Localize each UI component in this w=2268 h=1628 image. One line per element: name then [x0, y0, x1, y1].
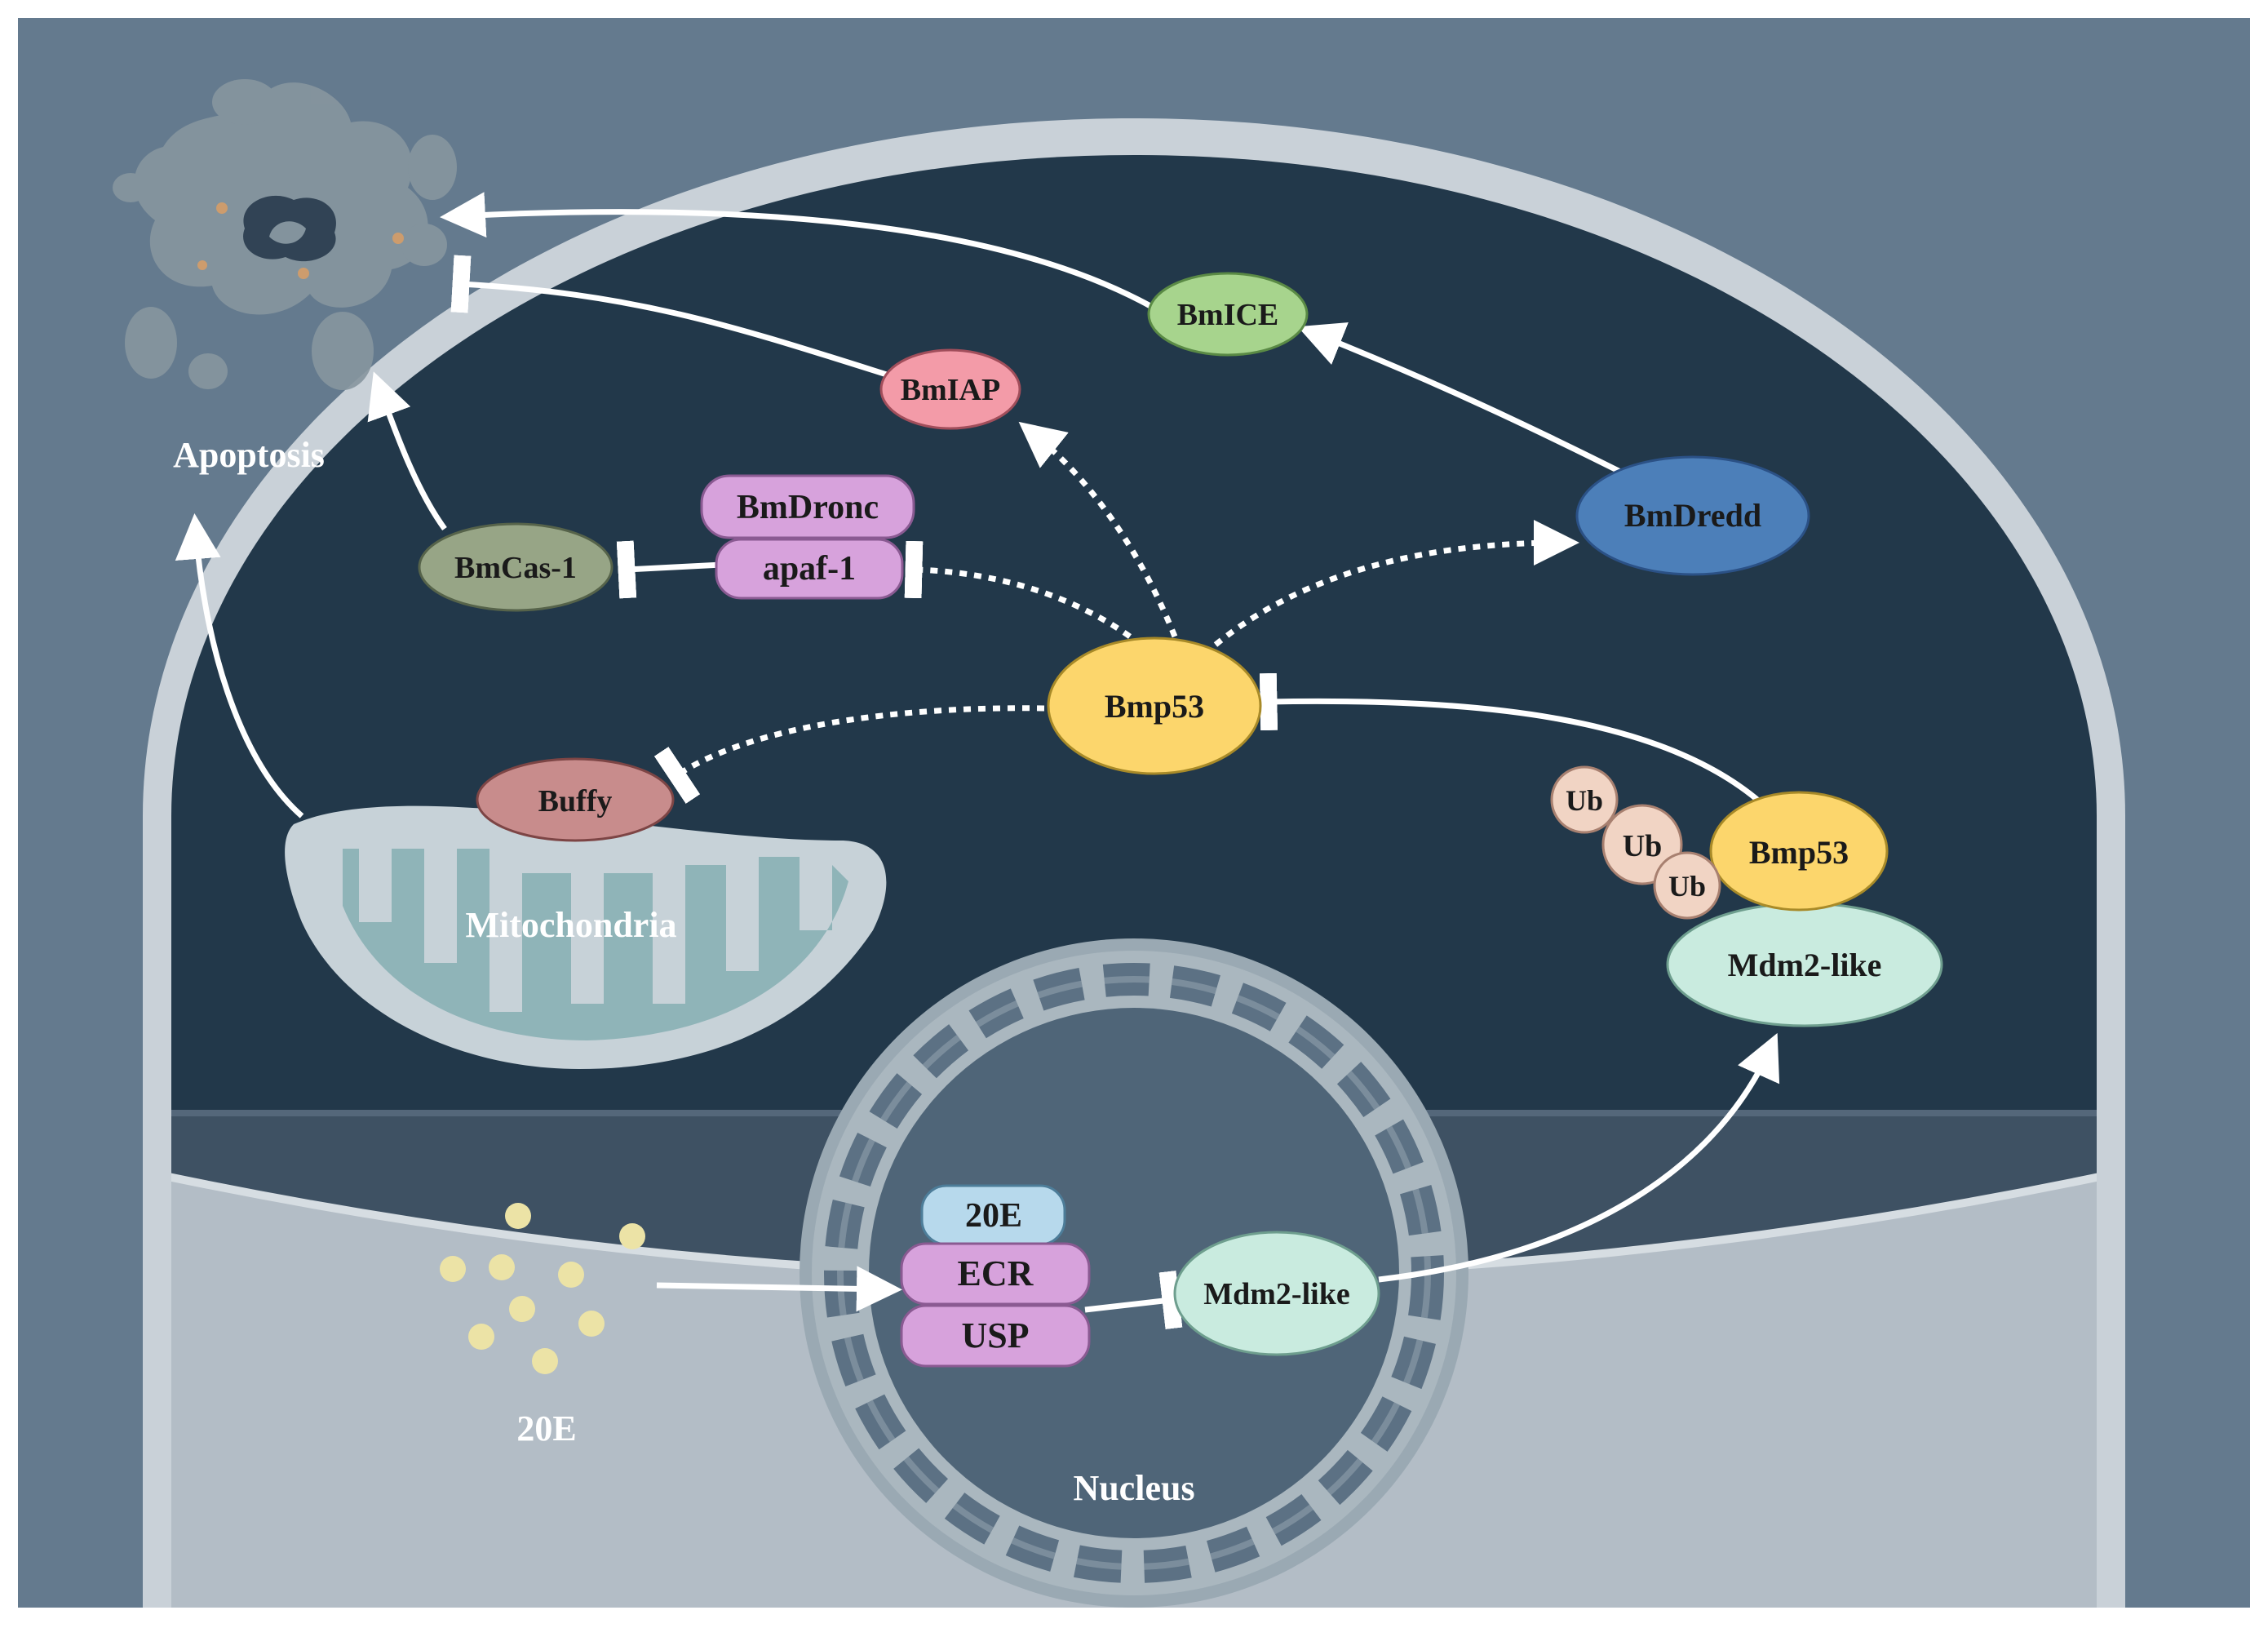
node-bmiap: BmIAP — [879, 348, 1021, 430]
inhibit-bmiap-to-apoptosis — [450, 255, 891, 379]
arrow-mitochondria-to-apoptosis — [175, 513, 304, 818]
dotted-arrow-bmp53-to-bmiap — [1018, 421, 1178, 638]
mdm2-cyto-label: Mdm2-like — [1728, 947, 1882, 983]
hormone-20e-label: 20E — [516, 1408, 576, 1448]
apoptotic-cell-icon — [113, 79, 457, 390]
dotted-inhibit-bmp53-to-apaf1 — [904, 540, 1132, 639]
e20-receptor-label: 20E — [965, 1197, 1022, 1235]
ub1-label: Ub — [1566, 784, 1603, 817]
bmdronc-label: BmDronc — [737, 489, 879, 526]
nucleus-label: Nucleus — [1073, 1468, 1194, 1508]
bmcas1-label: BmCas-1 — [454, 551, 577, 585]
ecr-label: ECR — [958, 1253, 1034, 1293]
mdm2-nuclear-label: Mdm2-like — [1203, 1277, 1349, 1311]
arrow-20e-to-ecr — [656, 1266, 902, 1312]
dotted-arrow-bmp53-to-bmdredd — [1213, 520, 1579, 647]
node-ecdysone-receptor-complex: 20E ECR USP — [900, 1184, 1091, 1368]
dotted-inhibit-bmp53-to-buffy — [653, 705, 1045, 804]
node-bmp53: Bmp53 — [1047, 637, 1262, 775]
node-ubiquitin-bmp53-mdm2-complex: Mdm2-like Bmp53 Ub Ub Ub — [1550, 765, 1943, 1027]
arrow-bmice-to-apoptosis — [440, 192, 1152, 309]
node-bmcas1: BmCas-1 — [418, 522, 614, 612]
node-bmdredd: BmDredd — [1575, 455, 1810, 576]
bmdredd-label: BmDredd — [1624, 497, 1761, 534]
apoptosis-label: Apoptosis — [173, 435, 325, 475]
pathway-arrows — [175, 192, 1780, 1329]
apaf1-label: apaf-1 — [763, 550, 856, 588]
arrow-mdm2nuc-to-mdm2cyto — [1378, 1032, 1780, 1283]
mitochondria-label: Mitochondria — [465, 905, 676, 945]
hormone-20e-molecules — [440, 1203, 645, 1374]
inhibit-usp-to-mdm2 — [1084, 1271, 1183, 1329]
arrow-bmdredd-to-bmice — [1297, 322, 1625, 477]
bmice-label: BmICE — [1177, 298, 1279, 332]
mitochondria-organelle — [285, 805, 887, 1069]
inhibit-bmp53ub-to-bmp53 — [1259, 672, 1765, 806]
ub3-label: Ub — [1668, 870, 1706, 903]
node-bmice: BmICE — [1147, 272, 1309, 357]
ub2-label: Ub — [1623, 829, 1663, 863]
nucleus-organelle — [800, 938, 1468, 1608]
usp-label: USP — [961, 1315, 1029, 1355]
buffy-label: Buffy — [538, 784, 613, 818]
bmp53-ub-label: Bmp53 — [1749, 834, 1849, 871]
inhibit-apaf1-to-bmcas1 — [616, 540, 723, 599]
arrow-bmcas1-to-apoptosis — [367, 371, 447, 531]
bmp53-label: Bmp53 — [1105, 688, 1204, 725]
node-mdm2-nuclear: Mdm2-like — [1173, 1231, 1380, 1356]
node-bmdronc-apaf1-complex: BmDronc apaf-1 — [700, 474, 915, 600]
bmiap-label: BmIAP — [901, 373, 1000, 407]
bmp53-regulation-arrows — [653, 421, 1579, 804]
node-buffy: Buffy — [476, 757, 675, 842]
